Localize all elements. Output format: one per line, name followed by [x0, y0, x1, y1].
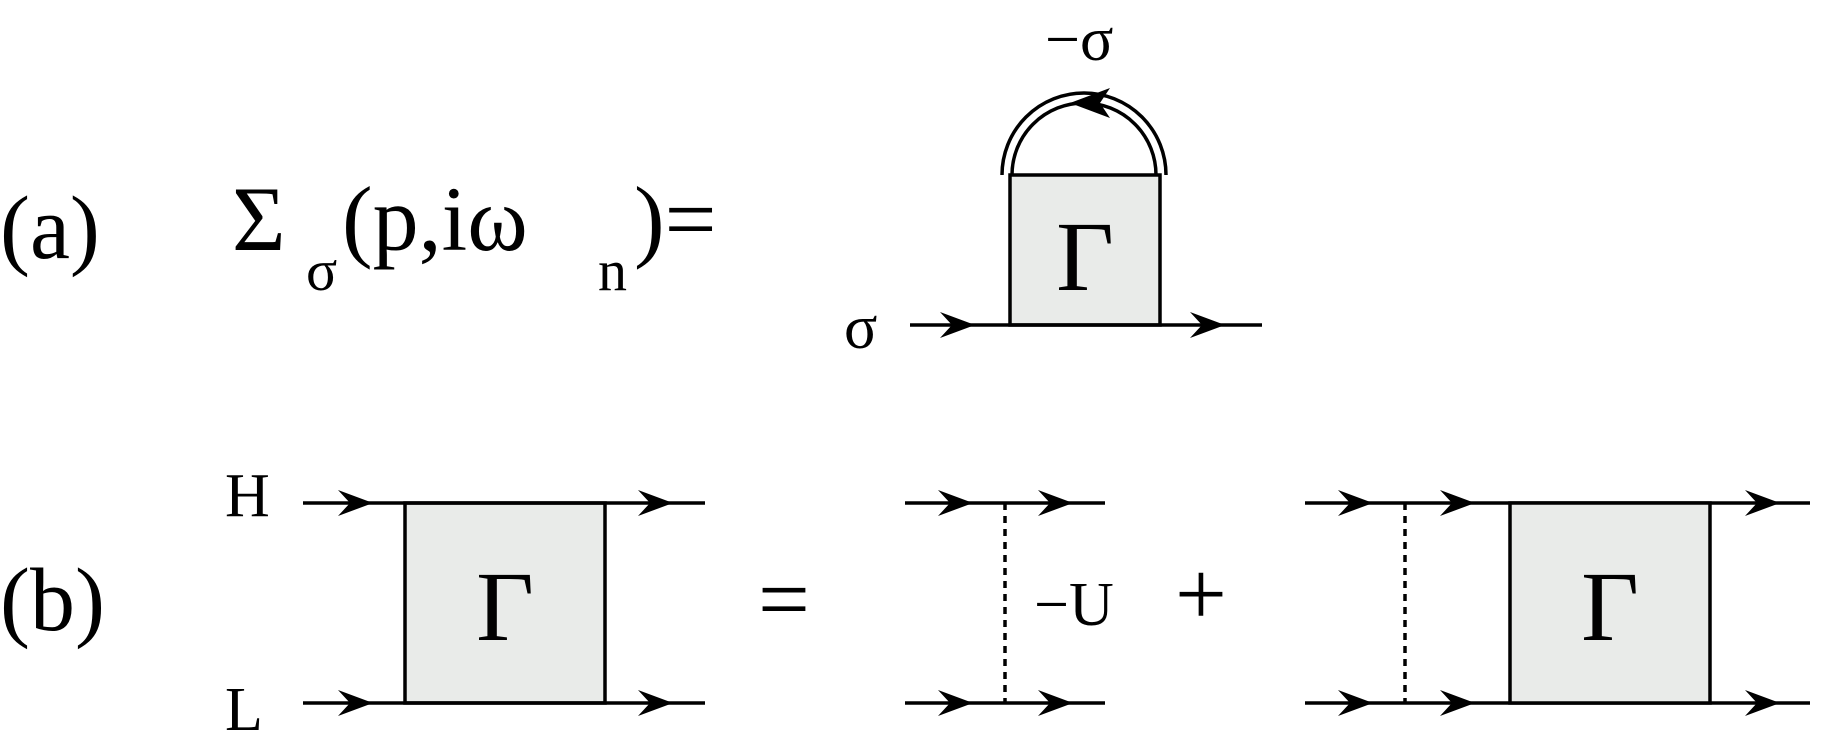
- arrow-icon: [1038, 690, 1073, 716]
- arrow-icon: [1338, 690, 1373, 716]
- loop-spin-label: −σ: [1045, 6, 1113, 74]
- self-energy-symbol: Σ: [232, 168, 286, 270]
- vertex-gamma-right: [1508, 501, 1712, 705]
- matsubara-index-subscript: n: [598, 238, 627, 303]
- vertex-gamma-right-label: Γ: [1581, 551, 1639, 662]
- loop-outer-line: [1000, 91, 1168, 176]
- vertex-gamma-a: [1008, 173, 1162, 327]
- panel-b: (b) H L Γ = −U + Γ: [0, 462, 1810, 744]
- vertex-gamma-left-label: Γ: [476, 551, 534, 662]
- arrow-icon: [1440, 490, 1475, 516]
- panel-a-label: (a): [0, 179, 100, 278]
- arrow-icon: [638, 490, 673, 516]
- plus-sign: +: [1175, 543, 1227, 645]
- arrow-icon: [1338, 490, 1373, 516]
- leg-label-l: L: [225, 676, 263, 744]
- leg-label-h: H: [225, 462, 270, 530]
- arrow-icon: [338, 690, 373, 716]
- external-arrow-left-icon: [940, 312, 975, 338]
- arrow-icon: [638, 690, 673, 716]
- vertex-gamma-a-label: Γ: [1056, 201, 1114, 312]
- arrow-icon: [938, 690, 973, 716]
- arrow-icon: [1440, 690, 1475, 716]
- loop-arrow-icon: [1070, 88, 1110, 118]
- self-energy-close-equals: )=: [634, 168, 717, 270]
- arrow-icon: [1745, 690, 1780, 716]
- equals-sign: =: [758, 548, 810, 650]
- self-energy-arguments: (p,iω: [342, 168, 528, 270]
- loop-inner-line: [1010, 101, 1158, 176]
- arrow-icon: [1745, 490, 1780, 516]
- panel-b-label: (b): [0, 551, 105, 650]
- external-arrow-right-icon: [1190, 312, 1225, 338]
- panel-a: (a) Σ σ (p,iω n )= −σ Γ σ: [0, 6, 1262, 362]
- self-energy-spin-subscript: σ: [306, 238, 337, 303]
- arrow-icon: [338, 490, 373, 516]
- arrow-icon: [938, 490, 973, 516]
- interaction-label: −U: [1034, 571, 1114, 639]
- arrow-icon: [1038, 490, 1073, 516]
- incoming-spin-label: σ: [844, 294, 877, 362]
